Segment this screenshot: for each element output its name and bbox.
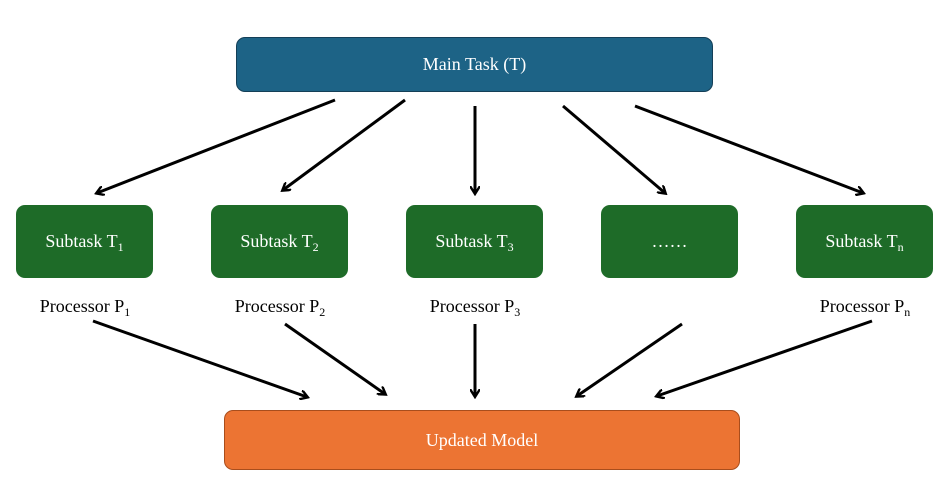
arrow-main-to-subtask-1 — [97, 98, 336, 193]
subtask-box-1: Subtask T1 — [16, 205, 153, 278]
processor-label-3: Processor P3 — [429, 296, 521, 319]
subtask-box-2: Subtask T2 — [211, 205, 348, 278]
subtask-box-n: Subtask Tn — [796, 205, 933, 278]
subtask-label: Subtask Tn — [825, 231, 904, 254]
subtask-label: …… — [651, 231, 688, 251]
updated-model-box: Updated Model — [224, 410, 740, 470]
main-task-box: Main Task (T) — [236, 37, 713, 92]
arrow-processor-2-to-model — [284, 322, 385, 394]
arrow-processor-n-to-model — [657, 319, 873, 396]
arrow-main-to-ellipsis — [562, 104, 665, 193]
subtask-label: Subtask T3 — [435, 231, 514, 254]
subtask-box-ellipsis: …… — [601, 205, 738, 278]
updated-model-label: Updated Model — [425, 429, 539, 450]
processor-label-n: Processor Pn — [819, 296, 911, 319]
arrow-main-to-subtask-2 — [283, 98, 406, 190]
processor-label-1: Processor P1 — [39, 296, 131, 319]
arrow-processor-1-to-model — [92, 319, 307, 397]
main-task-label: Main Task (T) — [422, 54, 527, 74]
subtask-box-3: Subtask T3 — [406, 205, 543, 278]
arrow-main-to-subtask-n — [634, 104, 863, 193]
subtask-label: Subtask T1 — [45, 231, 124, 254]
arrow-ellipsis-to-model — [577, 322, 683, 396]
processor-label-2: Processor P2 — [234, 296, 326, 319]
subtask-label: Subtask T2 — [240, 231, 319, 254]
